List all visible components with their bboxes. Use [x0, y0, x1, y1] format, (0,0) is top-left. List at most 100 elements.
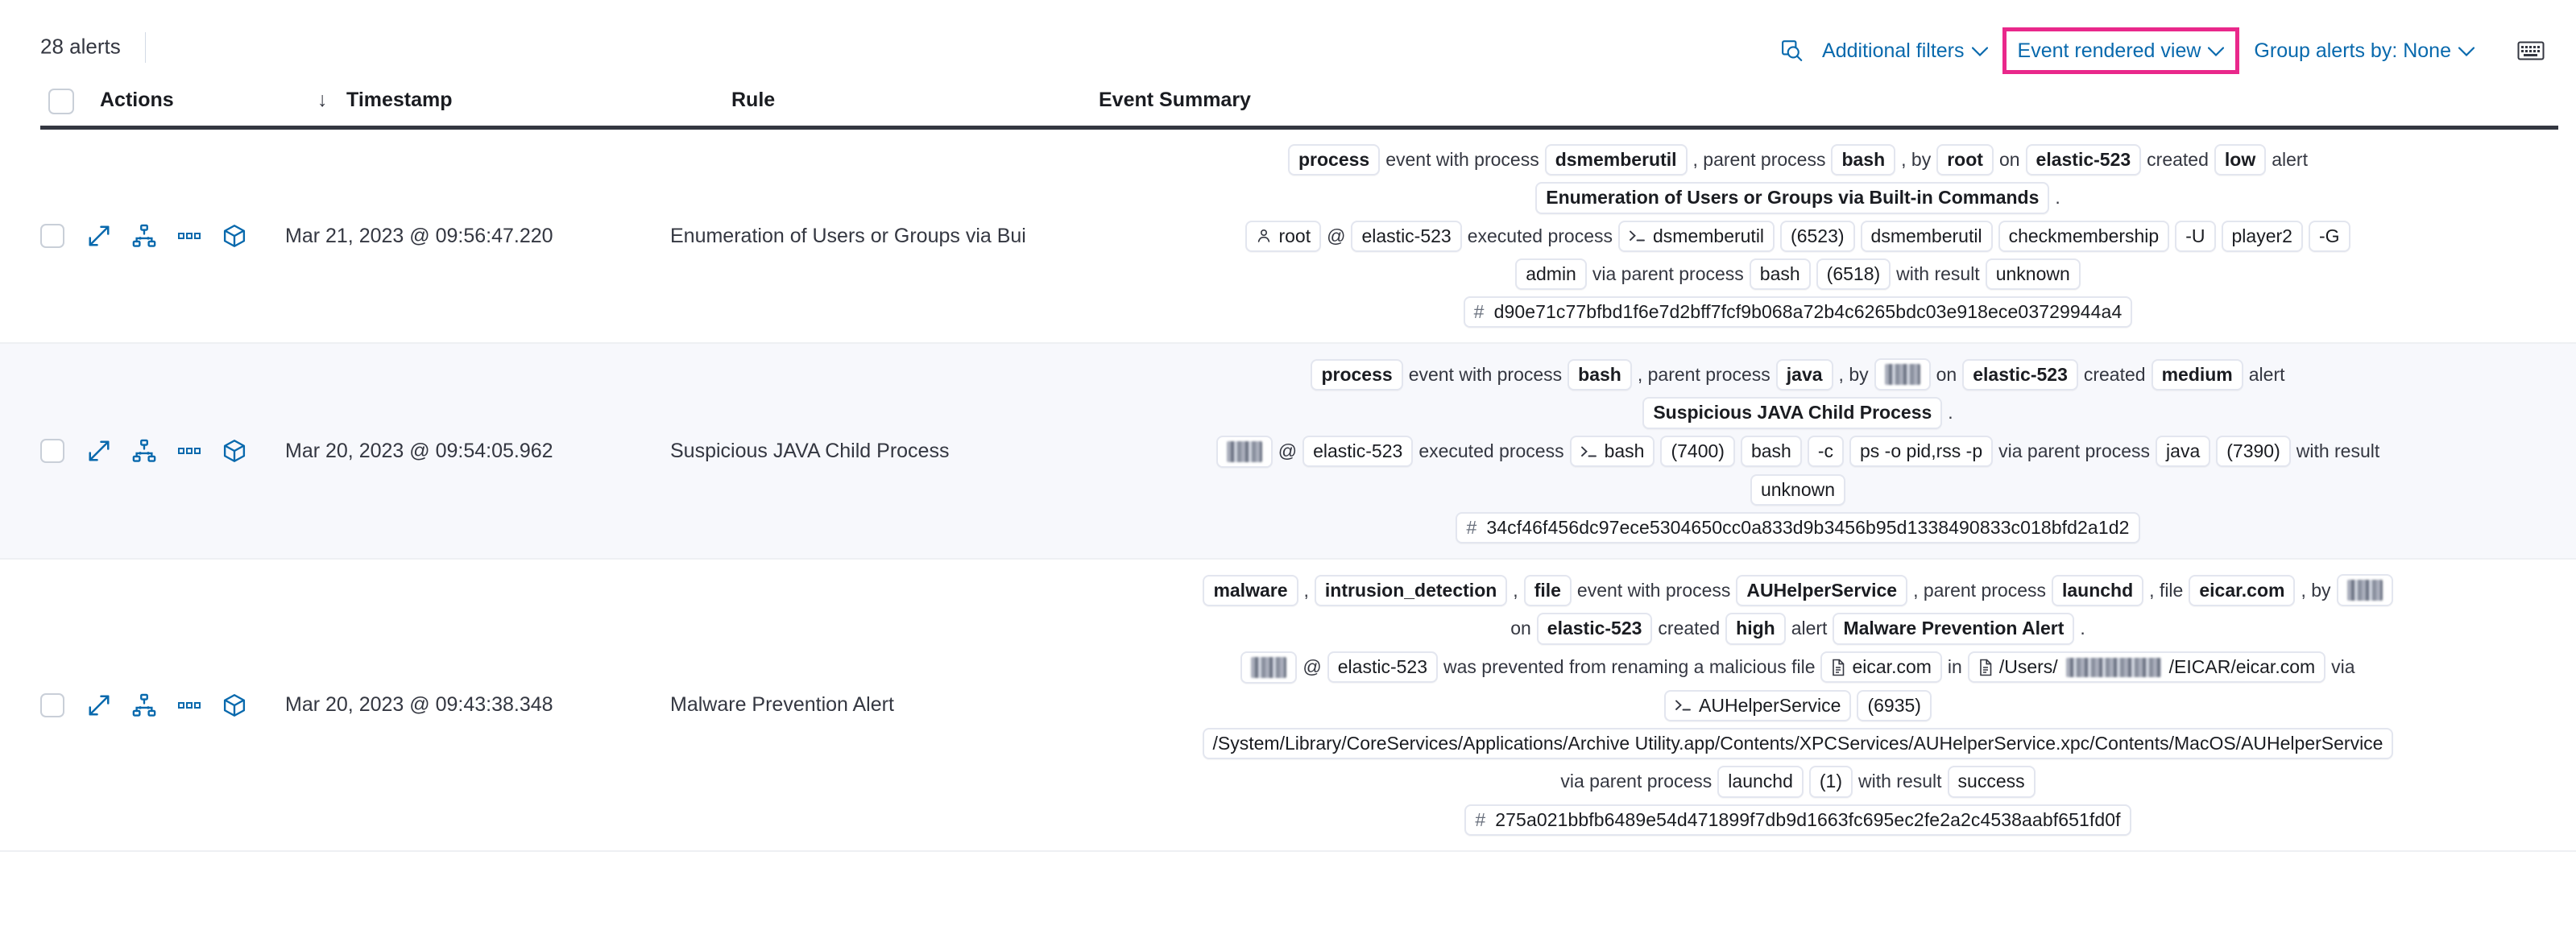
file-hash-chip[interactable]: #34cf46f456dc97ece5304650cc0a833d9b3456b…: [1456, 512, 2140, 544]
row-rule-name[interactable]: Enumeration of Users or Groups via Bui: [670, 224, 1026, 247]
summary-chip[interactable]: elastic-523: [1302, 436, 1414, 468]
summary-chip[interactable]: bash: [1568, 358, 1632, 391]
summary-chip[interactable]: dsmemberutil: [1618, 220, 1775, 252]
summary-chip[interactable]: root: [1936, 144, 1994, 176]
select-all-checkbox[interactable]: [48, 89, 74, 114]
summary-chip[interactable]: process: [1311, 358, 1403, 391]
expand-icon[interactable]: [85, 222, 113, 250]
summary-chip[interactable]: (6518): [1816, 258, 1891, 291]
row-rule-name[interactable]: Malware Prevention Alert: [670, 693, 894, 717]
more-actions-icon[interactable]: [176, 437, 203, 465]
summary-chip[interactable]: medium: [2151, 358, 2243, 391]
column-header-actions[interactable]: Actions: [100, 89, 174, 111]
summary-chip[interactable]: elastic-523: [1536, 613, 1653, 645]
summary-chip[interactable]: Malware Prevention Alert: [1833, 613, 2075, 645]
summary-chip[interactable]: java: [2156, 436, 2211, 468]
redacted-chip[interactable]: [1874, 358, 1931, 391]
summary-chip[interactable]: (6523): [1780, 220, 1855, 252]
summary-chip[interactable]: -U: [2175, 220, 2216, 252]
summary-chip[interactable]: checkmembership: [1998, 220, 2170, 252]
summary-chip[interactable]: high: [1725, 613, 1786, 645]
summary-chip[interactable]: unknown: [1750, 473, 1846, 506]
summary-chip[interactable]: bash: [1740, 436, 1802, 468]
add-to-case-icon[interactable]: [221, 222, 248, 250]
summary-chip[interactable]: eicar.com: [2189, 574, 2296, 607]
summary-chip[interactable]: dsmemberutil: [1544, 144, 1688, 176]
add-to-case-icon[interactable]: [221, 437, 248, 465]
file-path-chip[interactable]: /Users//EICAR/eicar.com: [1967, 651, 2326, 684]
summary-chip[interactable]: (1): [1808, 766, 1853, 798]
event-rendered-view-button[interactable]: Event rendered view: [2002, 27, 2240, 74]
summary-text: event with process: [1408, 363, 1563, 385]
analyze-event-icon[interactable]: [130, 222, 158, 250]
summary-chip[interactable]: elastic-523: [1327, 651, 1438, 684]
redacted-chip[interactable]: [1240, 651, 1298, 684]
summary-chip[interactable]: unknown: [1985, 258, 2081, 291]
summary-chip[interactable]: low: [2214, 144, 2267, 176]
summary-chip[interactable]: Suspicious JAVA Child Process: [1642, 397, 1943, 429]
file-hash-chip[interactable]: #275a021bbfb6489e54d471899f7db9d1663fc69…: [1464, 804, 2131, 836]
expand-icon[interactable]: [85, 437, 113, 465]
summary-chip[interactable]: dsmemberutil: [1860, 220, 1993, 252]
redacted-chip[interactable]: [1216, 435, 1273, 468]
row-select-checkbox[interactable]: [40, 692, 64, 717]
redacted-value: [1251, 656, 1287, 678]
summary-chip[interactable]: bash: [1831, 144, 1896, 176]
additional-filters-button[interactable]: Additional filters: [1811, 32, 1998, 69]
summary-chip[interactable]: (7400): [1660, 436, 1735, 468]
summary-chip[interactable]: root: [1245, 220, 1322, 252]
redacted-chip[interactable]: [2336, 574, 2393, 607]
summary-chip[interactable]: player2: [2221, 220, 2303, 252]
row-select-checkbox[interactable]: [40, 224, 64, 249]
summary-chip[interactable]: elastic-523: [2025, 144, 2142, 176]
summary-text: @: [1327, 225, 1346, 246]
column-header-event-summary[interactable]: Event Summary: [1099, 89, 1251, 111]
summary-chip[interactable]: launchd: [2051, 574, 2144, 607]
summary-chip[interactable]: launchd: [1717, 766, 1804, 798]
summary-chip[interactable]: AUHelperService: [1664, 689, 1852, 721]
event-summary-line: #d90e71c77bfbd1f6e7d2bff7fcf9b068a72b4c6…: [1037, 296, 2558, 329]
analyze-event-icon[interactable]: [130, 692, 158, 719]
summary-chip[interactable]: /System/Library/CoreServices/Application…: [1202, 727, 2394, 760]
summary-chip[interactable]: elastic-523: [1351, 220, 1462, 252]
summary-chip-label: eicar.com: [2199, 579, 2285, 601]
summary-chip[interactable]: java: [1775, 358, 1833, 391]
group-alerts-by-button[interactable]: Group alerts by: None: [2243, 32, 2486, 69]
column-header-timestamp[interactable]: ↓ Timestamp: [317, 89, 453, 112]
summary-chip-label: elastic-523: [1337, 656, 1427, 678]
summary-chip[interactable]: AUHelperService: [1736, 574, 1908, 607]
analyze-event-icon[interactable]: [130, 437, 158, 465]
row-rule-name[interactable]: Suspicious JAVA Child Process: [670, 439, 950, 462]
more-actions-icon[interactable]: [176, 692, 203, 719]
add-to-case-icon[interactable]: [221, 692, 248, 719]
keyboard-icon[interactable]: [2515, 35, 2547, 67]
inspect-icon[interactable]: [1774, 32, 1811, 69]
column-header-rule[interactable]: Rule: [731, 89, 776, 111]
summary-chip-label: launchd: [1728, 771, 1793, 792]
summary-chip[interactable]: ps -o pid,rss -p: [1849, 436, 1994, 468]
summary-chip[interactable]: intrusion_detection: [1314, 574, 1508, 607]
file-hash-chip[interactable]: #d90e71c77bfbd1f6e7d2bff7fcf9b068a72b4c6…: [1463, 296, 2133, 329]
summary-chip[interactable]: elastic-523: [1962, 358, 2078, 391]
summary-chip[interactable]: admin: [1515, 258, 1587, 291]
summary-chip[interactable]: (6935): [1857, 689, 1932, 721]
more-actions-icon[interactable]: [176, 222, 203, 250]
summary-chip[interactable]: -c: [1807, 436, 1844, 468]
summary-chip[interactable]: Enumeration of Users or Groups via Built…: [1535, 182, 2050, 214]
expand-icon[interactable]: [85, 692, 113, 719]
summary-chip[interactable]: file: [1523, 574, 1572, 607]
row-select-checkbox[interactable]: [40, 439, 64, 464]
summary-chip[interactable]: success: [1947, 766, 2036, 798]
summary-chip[interactable]: bash: [1569, 436, 1655, 468]
summary-chip[interactable]: malware: [1203, 574, 1298, 607]
summary-chip[interactable]: -G: [2308, 220, 2350, 252]
summary-chip[interactable]: eicar.com: [1820, 651, 1942, 684]
summary-chip[interactable]: (7390): [2216, 436, 2291, 468]
summary-text: alert: [2272, 149, 2308, 170]
summary-chip[interactable]: process: [1288, 144, 1381, 176]
chevron-down-icon: [2208, 39, 2225, 63]
summary-chip[interactable]: bash: [1749, 258, 1811, 291]
